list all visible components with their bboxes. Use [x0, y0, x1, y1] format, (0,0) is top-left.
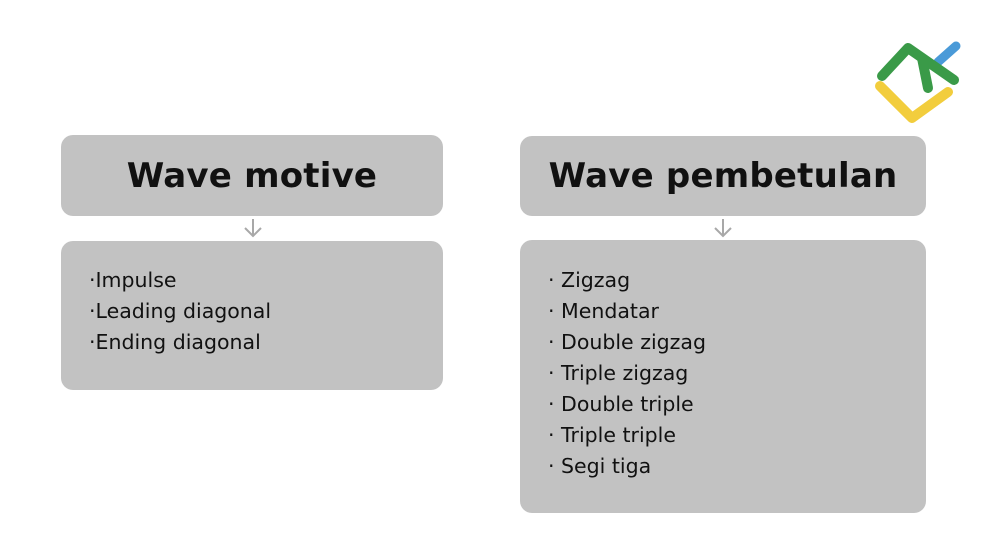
arrow-down-icon	[714, 219, 732, 238]
wave-pembetulan-list: · Zigzag · Mendatar · Double zigzag · Tr…	[548, 265, 706, 482]
list-item: ·Impulse	[89, 268, 177, 292]
wave-motive-list-box: ·Impulse ·Leading diagonal ·Ending diago…	[61, 241, 443, 390]
list-item: · Mendatar	[548, 299, 659, 323]
wave-pembetulan-list-box: · Zigzag · Mendatar · Double zigzag · Tr…	[520, 240, 926, 513]
list-item: · Segi tiga	[548, 454, 652, 478]
list-item: · Triple zigzag	[548, 361, 689, 385]
wave-pembetulan-title-box: Wave pembetulan	[520, 136, 926, 216]
list-item: ·Ending diagonal	[89, 330, 261, 354]
list-item: · Triple triple	[548, 423, 676, 447]
list-item: · Double triple	[548, 392, 694, 416]
wave-motive-title-box: Wave motive	[61, 135, 443, 216]
list-item: ·Leading diagonal	[89, 299, 272, 323]
wave-motive-list: ·Impulse ·Leading diagonal ·Ending diago…	[89, 265, 271, 358]
list-item: · Double zigzag	[548, 330, 706, 354]
list-item: · Zigzag	[548, 268, 631, 292]
wave-pembetulan-title: Wave pembetulan	[548, 156, 898, 196]
arrow-down-icon	[244, 219, 262, 238]
wave-motive-title: Wave motive	[126, 155, 378, 196]
logo-icon	[875, 41, 961, 123]
